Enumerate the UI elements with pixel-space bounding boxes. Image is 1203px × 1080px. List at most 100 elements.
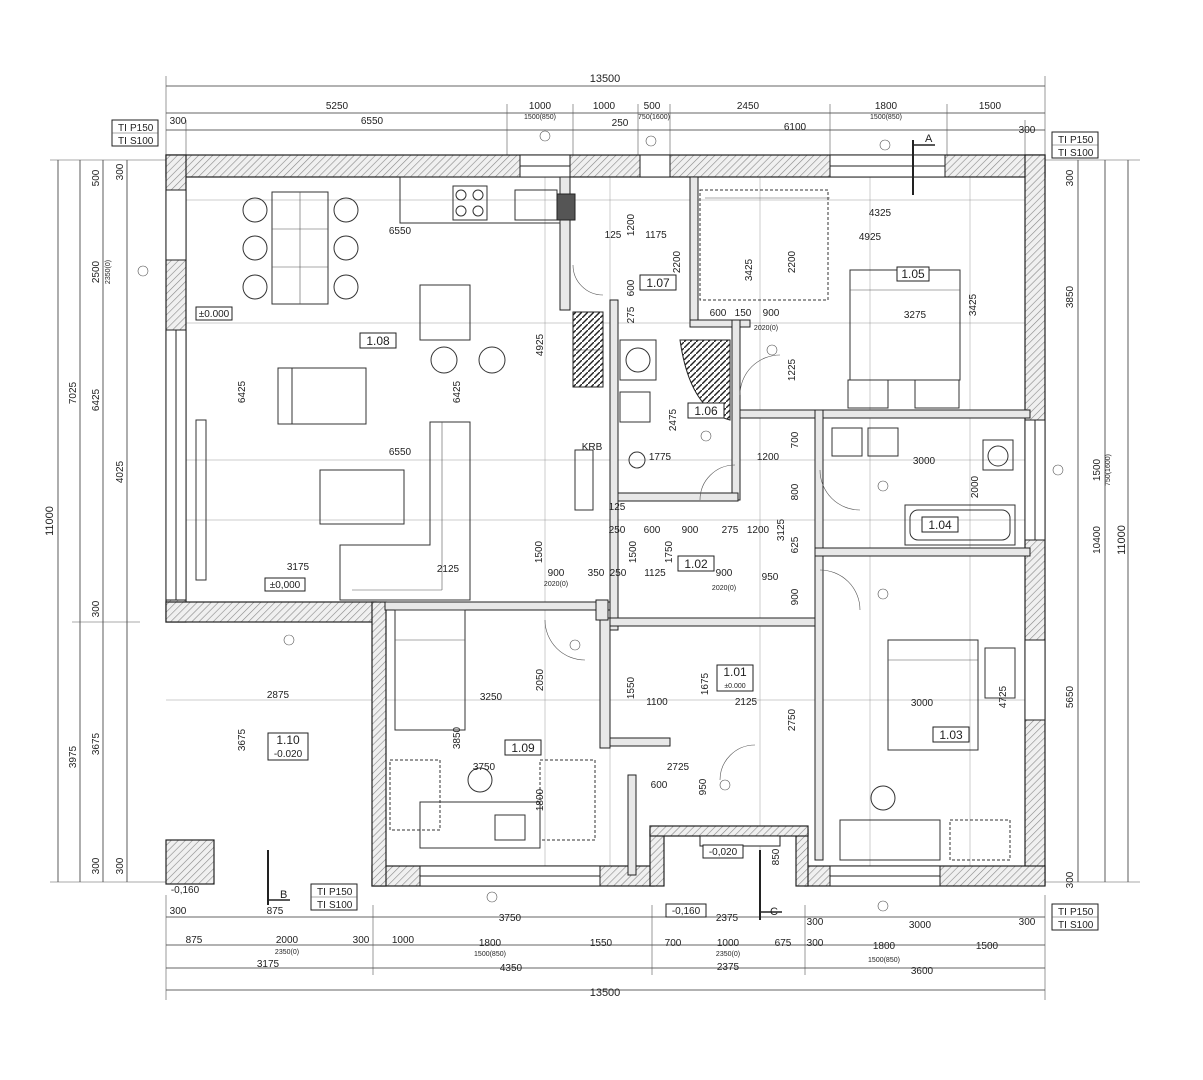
dim-left-innermost-2: 4025 <box>115 460 126 483</box>
idim-39: 2000 <box>970 475 981 498</box>
idim-56: 1800 <box>535 788 546 811</box>
idim-27: 4325 <box>869 208 892 219</box>
dim-bot-r1-3: 300 <box>353 935 370 946</box>
room-1-10-label: 1.10 <box>276 733 300 747</box>
dim-bot-r2-3: 2375 <box>717 962 740 973</box>
idim-35: 1775 <box>649 452 672 463</box>
dim-bot-r2-2: 4350 <box>500 963 523 974</box>
dim-bot-r1-9: 675 <box>775 938 792 949</box>
idim-2: 6425 <box>237 380 248 403</box>
idim-23: 600 <box>710 308 727 319</box>
idim-40: 800 <box>790 483 801 500</box>
idim-57: 2050 <box>535 668 546 691</box>
tag-ti-8: TI <box>1058 920 1067 931</box>
dim-left-in-2: 2500 <box>91 260 102 283</box>
dim-bot-r0-7: 300 <box>1019 917 1036 928</box>
idim-7: 2125 <box>437 564 460 575</box>
dim-left-innermost-3: 300 <box>115 857 126 874</box>
idim-11: 350 <box>588 568 605 579</box>
dim-top-sub-4: 1500(850) <box>870 114 902 121</box>
windows <box>165 154 1046 887</box>
dim-right-overall: 11000 <box>1116 525 1128 555</box>
dim-top-1: 5250 <box>326 101 349 112</box>
dim-left-in-4: 300 <box>91 600 102 617</box>
idim-31: 3275 <box>904 310 927 321</box>
room-tags: 1.08 ±0.000 1.07 1.06 1.05 1.04 1.03 1.0… <box>171 267 970 918</box>
dim-bot-r1-2: 2000 <box>276 935 299 946</box>
tag-ti-5: TI <box>317 887 326 898</box>
idim-58: 1550 <box>626 676 637 699</box>
idim-20: 1200 <box>626 213 637 236</box>
dim-overall-top: 13500 <box>590 73 621 85</box>
dim-bot-r1-12: 1500 <box>976 941 999 952</box>
dim-bot-r0-5: 300 <box>807 917 824 928</box>
dim-bot-sub-3: 2350(0) <box>716 951 740 958</box>
room-1-04-label: 1.04 <box>928 518 952 532</box>
tag-ti-1: TI <box>118 123 127 134</box>
dim-bot-sub-1: 2350(0) <box>275 949 299 956</box>
furniture <box>195 176 1016 861</box>
idim-46: 1200 <box>747 525 770 536</box>
idim-41: 125 <box>609 502 626 513</box>
idim-8: 1500 <box>534 540 545 563</box>
idim-69: 900 <box>790 588 801 605</box>
dim-bot-r1-1: 875 <box>186 935 203 946</box>
level-outside-mid: -0,160 <box>672 906 701 917</box>
dim-top-sub-3: 750(1600) <box>638 114 670 121</box>
level-entry: -0,020 <box>709 847 738 858</box>
idim-49: 1750 <box>664 540 675 563</box>
dim-left-in-5: 3675 <box>91 732 102 755</box>
idim-22: 275 <box>626 306 637 323</box>
wall-type-tags: TI P150 TI S100 TI P150 TI S100 TI P150 … <box>111 119 1099 931</box>
idim-4: 6425 <box>452 380 463 403</box>
label-krb: KRB <box>582 442 603 453</box>
idim-33: 1225 <box>787 358 798 381</box>
idim-10: 2020(0) <box>544 581 568 588</box>
tag-ti-3: TI <box>1058 135 1067 146</box>
idim-32: 3425 <box>968 293 979 316</box>
idim-30: 2200 <box>787 250 798 273</box>
dim-bot-r1-7: 700 <box>665 938 682 949</box>
top-dimensions: 13500 5250 1000 1000 500 2450 1800 1500 … <box>165 73 1046 160</box>
tag-p150-1: P150 <box>130 123 154 134</box>
idim-50: 1500 <box>628 540 639 563</box>
idim-48: 625 <box>790 536 801 553</box>
idim-62: 2750 <box>787 708 798 731</box>
idim-25: 900 <box>763 308 780 319</box>
walls <box>165 154 1046 887</box>
idim-12: 250 <box>610 568 627 579</box>
room-1-06-label: 1.06 <box>694 404 718 418</box>
dim-top-6: 1800 <box>875 101 898 112</box>
idim-26: 2020(0) <box>754 325 778 332</box>
level-outside-left: -0,160 <box>171 885 200 896</box>
dim-bot-sub-2: 1500(850) <box>474 951 506 958</box>
tag-ti-2: TI <box>118 136 127 147</box>
dim-top-5: 2450 <box>737 101 760 112</box>
idim-45: 275 <box>722 525 739 536</box>
dim-bot-r2-1: 3175 <box>257 959 280 970</box>
idim-17: 1175 <box>645 230 667 241</box>
idim-15: 2020(0) <box>712 585 736 592</box>
dim-left-innermost-1: 300 <box>115 163 126 180</box>
idim-63: 3000 <box>911 698 934 709</box>
dim-bot-r1-10: 300 <box>807 938 824 949</box>
dim-bot-r1-4: 1000 <box>392 935 415 946</box>
idim-9: 900 <box>548 568 565 579</box>
room-1-02-label: 1.02 <box>684 557 708 571</box>
dim-top-4: 500 <box>644 101 661 112</box>
dim-top-row2-3: 6100 <box>784 122 807 133</box>
section-b: B <box>280 889 287 901</box>
idim-51: 2875 <box>267 690 290 701</box>
tag-ti-4: TI <box>1058 148 1067 159</box>
section-a: A <box>925 133 933 145</box>
idim-28: 4925 <box>859 232 882 243</box>
idim-3: 4925 <box>535 333 546 356</box>
idim-24: 150 <box>735 308 752 319</box>
tag-s100-3: S100 <box>329 900 353 911</box>
idim-68: 850 <box>771 848 782 865</box>
dim-bot-r1-5: 1800 <box>479 938 502 949</box>
dim-left-in-sub: 2350(0) <box>105 260 112 284</box>
dim-top-7: 1500 <box>979 101 1002 112</box>
dim-bot-r1-8: 1000 <box>717 938 740 949</box>
